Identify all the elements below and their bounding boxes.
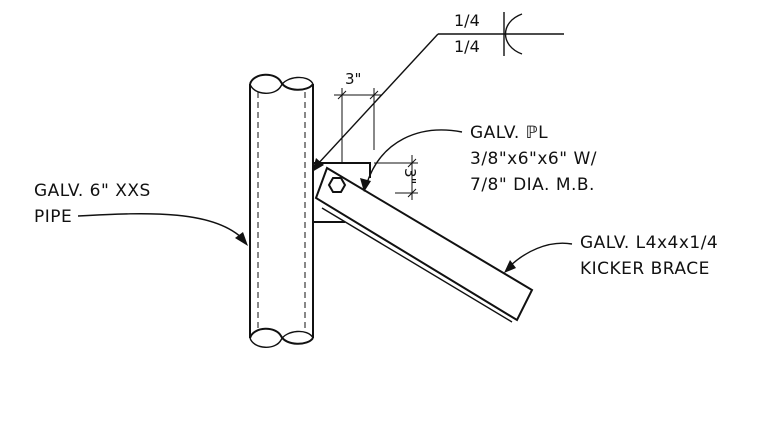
dimension-vertical: 3" bbox=[374, 155, 419, 200]
pipe-callout: GALV. 6" XXS PIPE bbox=[34, 181, 248, 246]
pipe-label-line2: PIPE bbox=[34, 207, 72, 227]
weld-symbol: 1/4 1/4 bbox=[312, 11, 564, 172]
weld-bottom-size: 1/4 bbox=[454, 37, 480, 56]
dimension-horizontal-text: 3" bbox=[345, 70, 361, 88]
brace-callout: GALV. L4x4x1/4 KICKER BRACE bbox=[504, 233, 718, 279]
bolt-hex-icon bbox=[327, 177, 347, 193]
plate-label-line2: 3/8"x6"x6" W/ bbox=[470, 149, 597, 169]
pipe-bottom-break bbox=[249, 327, 314, 345]
weld-arrow-icon bbox=[312, 158, 324, 172]
brace-label-line1: GALV. L4x4x1/4 bbox=[580, 233, 718, 253]
weld-fillet-symbol-icon bbox=[505, 13, 523, 55]
pipe-top-break bbox=[249, 73, 314, 91]
brace-leader-arrow-icon bbox=[504, 260, 516, 273]
dimension-horizontal: 3" bbox=[334, 70, 382, 163]
plate-label-line3: 7/8" DIA. M.B. bbox=[470, 175, 595, 195]
pipe bbox=[249, 73, 314, 348]
plate-label-line1: GALV. ℙL bbox=[470, 123, 548, 143]
kicker-brace bbox=[314, 166, 534, 323]
plate bbox=[313, 162, 371, 223]
plate-callout: GALV. ℙL 3/8"x6"x6" W/ 7/8" DIA. M.B. bbox=[360, 123, 597, 195]
pipe-label-line1: GALV. 6" XXS bbox=[34, 181, 151, 201]
weld-top-size: 1/4 bbox=[454, 11, 480, 30]
pipe-leader-arrow-icon bbox=[235, 232, 248, 246]
plate-leader-arrow-icon bbox=[360, 178, 371, 192]
dimension-vertical-text: 3" bbox=[401, 168, 419, 184]
brace-label-line2: KICKER BRACE bbox=[580, 259, 710, 279]
